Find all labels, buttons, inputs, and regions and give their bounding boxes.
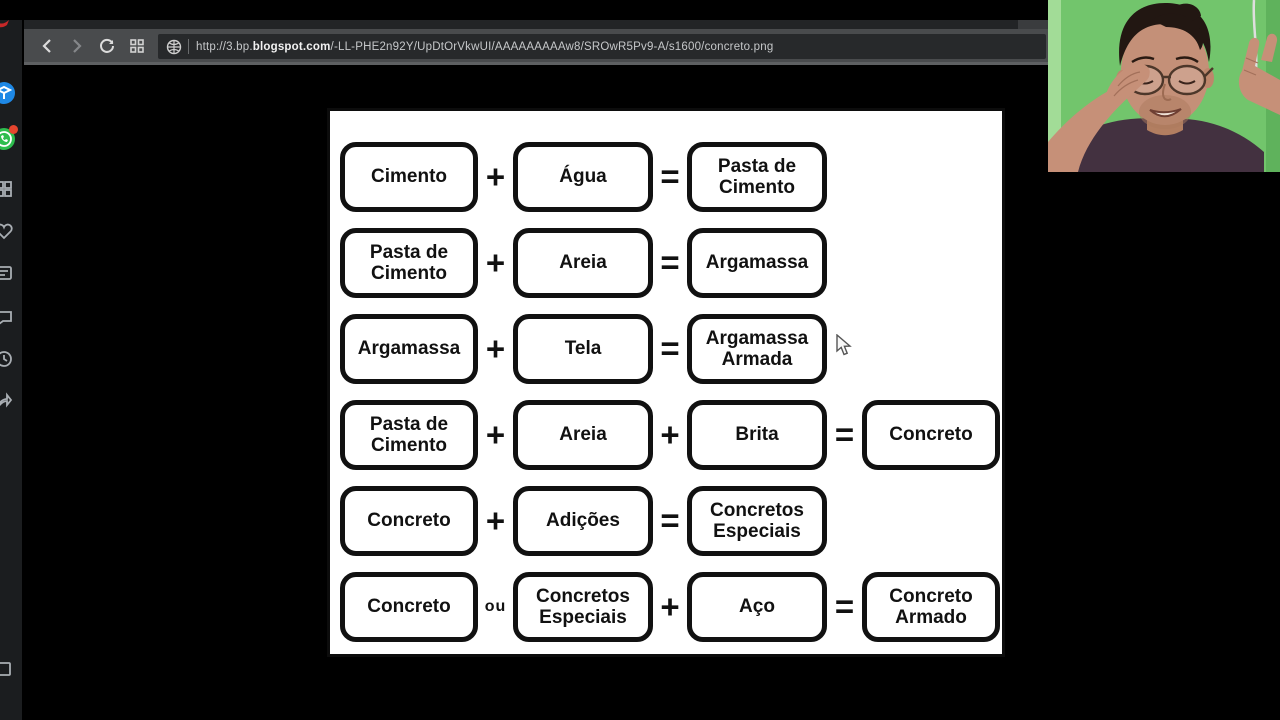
diagram-box: Concretos Especiais bbox=[513, 572, 653, 642]
heart-icon[interactable] bbox=[0, 220, 15, 242]
plus-operator: + bbox=[660, 416, 680, 453]
speech-bubble-icon[interactable] bbox=[0, 306, 15, 328]
globe-icon bbox=[166, 39, 182, 54]
diagram-box: Concretos Especiais bbox=[687, 486, 827, 556]
address-separator bbox=[188, 39, 189, 54]
messenger-icon[interactable] bbox=[0, 82, 15, 104]
back-button[interactable] bbox=[32, 33, 62, 59]
diagram-row-3: Argamassa + Tela = Argamassa Armada bbox=[340, 314, 827, 384]
forward-button[interactable] bbox=[62, 33, 92, 59]
concrete-diagram-image: Cimento + Água = Pasta de Cimento Pasta … bbox=[327, 108, 1005, 657]
browser-sidebar bbox=[0, 20, 22, 720]
diagram-box: Aço bbox=[687, 572, 827, 642]
diagram-box: Concreto bbox=[340, 572, 478, 642]
share-icon[interactable] bbox=[0, 390, 15, 412]
diagram-box: Brita bbox=[687, 400, 827, 470]
shirt bbox=[1062, 118, 1264, 172]
right-hand bbox=[1238, 33, 1280, 115]
equals-operator: = bbox=[660, 330, 680, 367]
reload-button[interactable] bbox=[92, 33, 122, 59]
diagram-box: Concreto bbox=[340, 486, 478, 556]
diagram-box: Concreto bbox=[862, 400, 1000, 470]
diagram-box: Pasta de Cimento bbox=[687, 142, 827, 212]
diagram-box: Pasta de Cimento bbox=[340, 400, 478, 470]
equals-operator: = bbox=[660, 158, 680, 195]
equals-operator: = bbox=[660, 244, 680, 281]
browser-toolbar: http://3.bp.blogspot.com/-LL-PHE2n92Y/Up… bbox=[24, 29, 1048, 65]
url-text[interactable]: http://3.bp.blogspot.com/-LL-PHE2n92Y/Up… bbox=[196, 40, 774, 53]
plus-operator: + bbox=[485, 158, 506, 195]
diagram-box: Água bbox=[513, 142, 653, 212]
diagram-row-4: Pasta de Cimento + Areia + Brita = Concr… bbox=[340, 400, 1000, 470]
tab-strip-end bbox=[1018, 20, 1048, 29]
equals-operator: = bbox=[660, 502, 680, 539]
plus-operator: + bbox=[485, 502, 506, 539]
diagram-box: Adições bbox=[513, 486, 653, 556]
equals-operator: = bbox=[834, 416, 855, 453]
plus-operator: + bbox=[485, 244, 506, 281]
diagram-box: Argamassa Armada bbox=[687, 314, 827, 384]
diagram-row-5: Concreto + Adições = Concretos Especiais bbox=[340, 486, 827, 556]
ou-operator: ou bbox=[484, 598, 507, 615]
diagram-row-1: Cimento + Água = Pasta de Cimento bbox=[340, 142, 827, 212]
whatsapp-icon[interactable] bbox=[0, 125, 18, 150]
reader-icon[interactable] bbox=[0, 262, 15, 284]
diagram-box: Areia bbox=[513, 400, 653, 470]
history-clock-icon[interactable] bbox=[0, 348, 15, 370]
plus-operator: + bbox=[485, 330, 506, 367]
grid-icon[interactable] bbox=[0, 178, 15, 200]
equals-operator: = bbox=[834, 588, 855, 625]
tab-grid-button[interactable] bbox=[122, 33, 152, 59]
tab-strip bbox=[24, 20, 1048, 29]
mouse-cursor bbox=[836, 334, 852, 356]
diagram-box: Cimento bbox=[340, 142, 478, 212]
diagram-row-2: Pasta de Cimento + Areia = Argamassa bbox=[340, 228, 827, 298]
diagram-box: Pasta de Cimento bbox=[340, 228, 478, 298]
diagram-box: Argamassa bbox=[687, 228, 827, 298]
window-square-icon[interactable] bbox=[0, 658, 15, 680]
left-hand bbox=[1048, 63, 1150, 172]
face bbox=[1121, 19, 1209, 125]
notification-badge bbox=[9, 125, 18, 134]
webcam-overlay bbox=[1048, 0, 1280, 172]
address-bar[interactable]: http://3.bp.blogspot.com/-LL-PHE2n92Y/Up… bbox=[158, 34, 1046, 59]
diagram-box: Tela bbox=[513, 314, 653, 384]
diagram-box: Concreto Armado bbox=[862, 572, 1000, 642]
browser-chrome: http://3.bp.blogspot.com/-LL-PHE2n92Y/Up… bbox=[24, 20, 1048, 65]
red-logo-partial-icon bbox=[0, 20, 9, 28]
diagram-row-6: Concreto ou Concretos Especiais + Aço = … bbox=[340, 572, 1000, 642]
plus-operator: + bbox=[485, 416, 506, 453]
diagram-box: Argamassa bbox=[340, 314, 478, 384]
plus-operator: + bbox=[660, 588, 680, 625]
diagram-box: Areia bbox=[513, 228, 653, 298]
